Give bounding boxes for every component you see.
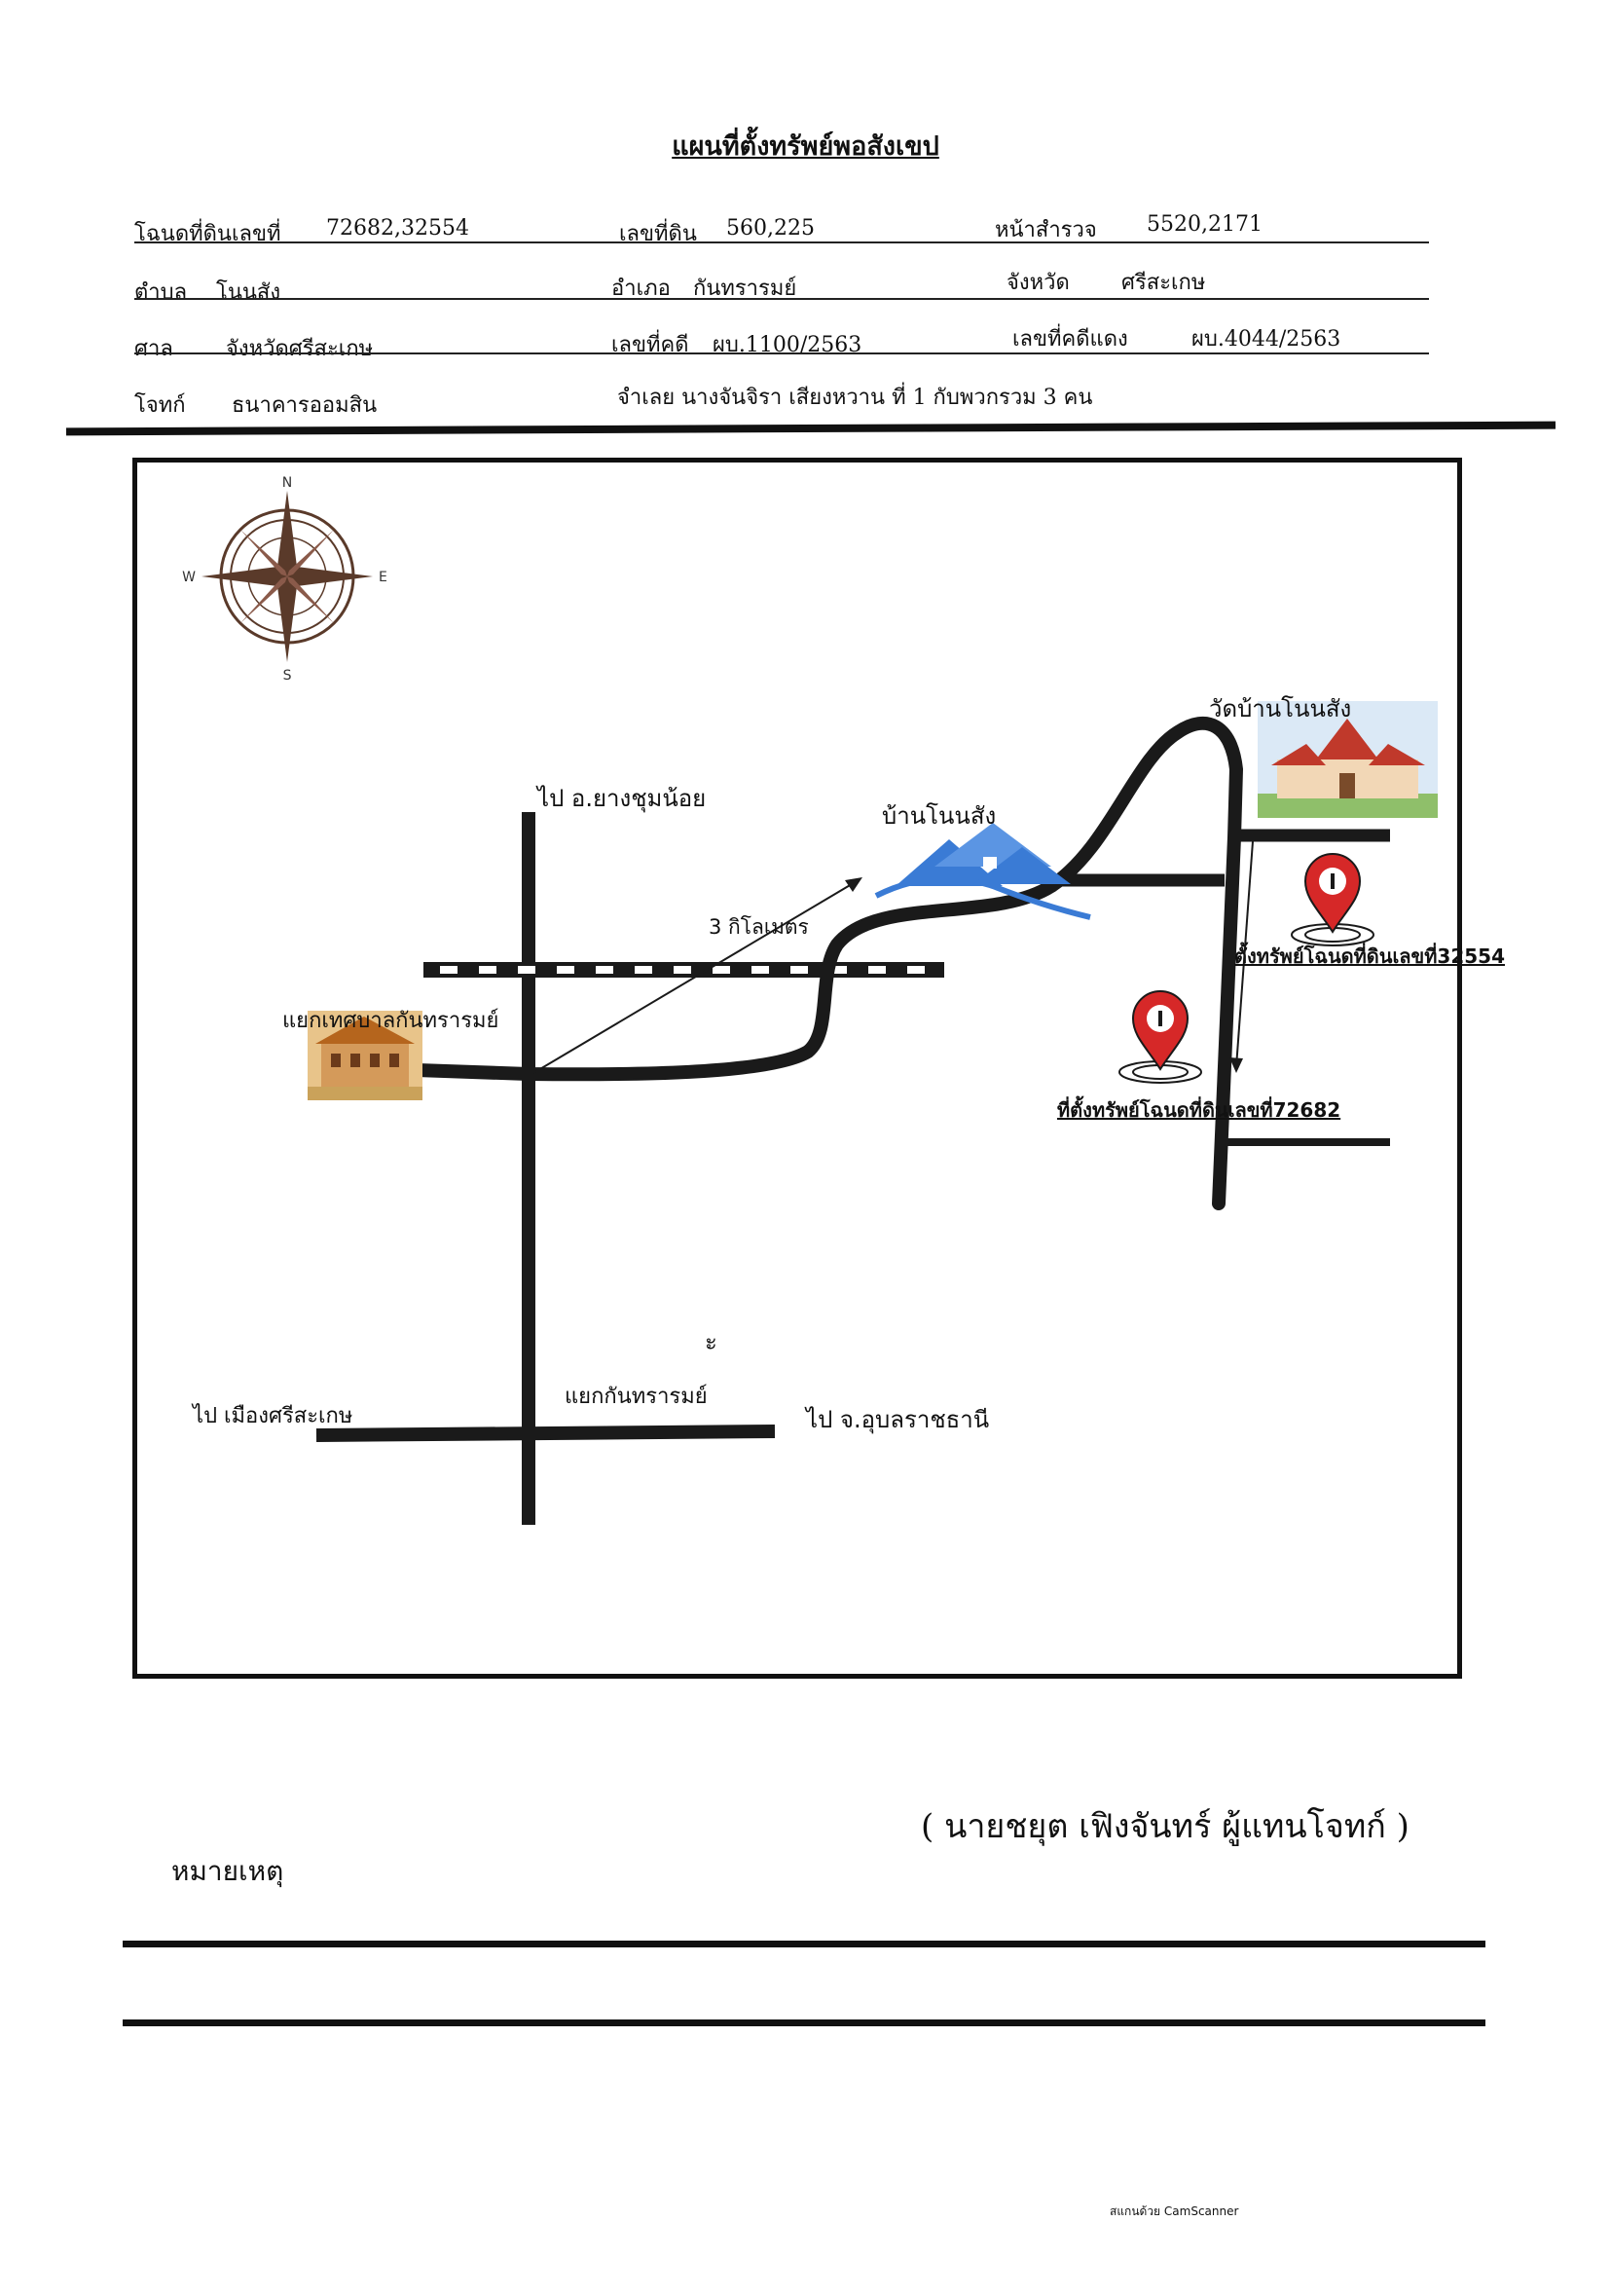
temple-left-roof bbox=[1271, 744, 1326, 765]
subdistrict-value: โนนสัง bbox=[216, 280, 281, 305]
subdistrict-label: ตำบล bbox=[134, 280, 188, 305]
label-small-mark: ะ bbox=[705, 1328, 717, 1355]
red-case-label: เลขที่คดีแดง bbox=[1012, 327, 1128, 352]
arrow-between-deeds-head bbox=[1229, 1057, 1243, 1073]
compass-nw-point bbox=[240, 530, 287, 576]
compass-east-point bbox=[287, 567, 373, 586]
compass-s-label: S bbox=[283, 668, 292, 684]
distance-arrow-head bbox=[845, 877, 862, 892]
red-case-value: ผบ.4044/2563 bbox=[1191, 327, 1341, 352]
compass-south-point bbox=[277, 576, 297, 662]
deed-value: 72682,32554 bbox=[326, 216, 469, 241]
railway bbox=[423, 962, 944, 978]
temple-main-roof bbox=[1316, 719, 1378, 759]
row1-underline bbox=[134, 241, 1429, 243]
survey-value: 5520,2171 bbox=[1147, 212, 1263, 237]
building-ground bbox=[308, 1087, 422, 1100]
compass-n-label: N bbox=[282, 475, 292, 491]
compass-sw-point bbox=[240, 576, 287, 623]
row3-underline bbox=[134, 352, 1429, 354]
plaintiff-value: ธนาคารออมสิน bbox=[232, 393, 378, 418]
compass-w-label: W bbox=[182, 570, 196, 585]
road-bottom-horizontal bbox=[315, 1425, 776, 1442]
province-label: จังหวัด bbox=[1007, 271, 1070, 295]
compass-north-point bbox=[277, 491, 297, 576]
district-label: อำเภอ bbox=[611, 277, 671, 301]
plaintiff-representative-signature: ( นายชยุต เฟิงจันทร์ ผู้แทนโจทก์ ) bbox=[921, 1807, 1410, 1846]
label-to-sisaket: ไป เมืองศรีสะเกษ bbox=[193, 1404, 353, 1428]
location-pin-icon-72682 bbox=[1118, 990, 1202, 1084]
map-frame bbox=[132, 458, 1462, 1679]
scanner-watermark: สแกนด้วย CamScanner bbox=[1110, 2204, 1239, 2218]
label-ban-nonsang: บ้านโนนสัง bbox=[882, 802, 997, 830]
compass-se-point bbox=[287, 576, 334, 623]
village-window bbox=[983, 857, 997, 869]
label-kanthararom-junction: แยกกันทรารมย์ bbox=[565, 1385, 708, 1409]
court-label: ศาล bbox=[134, 337, 173, 361]
compass-west-point bbox=[201, 567, 287, 586]
plaintiff-label: โจทก์ bbox=[134, 393, 186, 418]
arrow-between-deeds bbox=[1235, 840, 1254, 1068]
road-main-curve bbox=[383, 716, 1243, 1210]
label-deed-72682: ที่ตั้งทรัพย์โฉนดที่ดินเลขที่72682 bbox=[1057, 1098, 1341, 1122]
remark-line-1 bbox=[123, 1941, 1485, 1947]
remark-label: หมายเหตุ bbox=[171, 1855, 284, 1887]
row2-underline bbox=[134, 298, 1429, 300]
village-roof-right bbox=[973, 847, 1071, 884]
province-value: ศรีสะเกษ bbox=[1121, 271, 1206, 295]
label-distance: 3 กิโลเมตร bbox=[709, 915, 809, 939]
survey-label: หน้าสำรวจ bbox=[995, 218, 1097, 242]
building-roof bbox=[315, 1017, 415, 1044]
label-to-ubon: ไป จ.อุบลราชธานี bbox=[806, 1406, 990, 1433]
distance-arrow bbox=[532, 880, 858, 1074]
compass-rose: N S E W bbox=[182, 475, 387, 684]
defendant-text: จำเลย นางจันจิรา เสียงหวาน ที่ 1 กับพวกร… bbox=[617, 386, 1093, 410]
temple-door bbox=[1339, 773, 1355, 798]
label-deed-32554: ตั้งทรัพย์โฉนดที่ดินเลขที่32554 bbox=[1234, 944, 1505, 968]
remark-line-2 bbox=[123, 2019, 1485, 2026]
label-kanthararom-junction-top: แยกเทศบาลกันทรารมย์ bbox=[282, 1009, 499, 1033]
document-title: แผนที่ตั้งทรัพย์พอสังเขป bbox=[672, 131, 939, 162]
compass-e-label: E bbox=[379, 570, 387, 585]
temple-icon bbox=[1258, 701, 1438, 818]
railway-ties bbox=[440, 966, 925, 974]
land-no-value: 560,225 bbox=[726, 216, 815, 241]
label-to-yangchumnoi: ไป อ.ยางชุมน้อย bbox=[537, 785, 707, 812]
court-value: จังหวัดศรีสะเกษ bbox=[226, 337, 374, 361]
label-wat-ban-nonsang: วัดบ้านโนนสัง bbox=[1209, 695, 1352, 722]
compass-ne-point bbox=[287, 530, 334, 576]
temple-right-roof bbox=[1369, 744, 1425, 765]
location-pin-icon-32554 bbox=[1291, 853, 1374, 946]
municipal-building-icon bbox=[308, 1011, 422, 1100]
district-value: กันทรารมย์ bbox=[693, 277, 797, 301]
village-house-icon bbox=[874, 823, 1091, 920]
